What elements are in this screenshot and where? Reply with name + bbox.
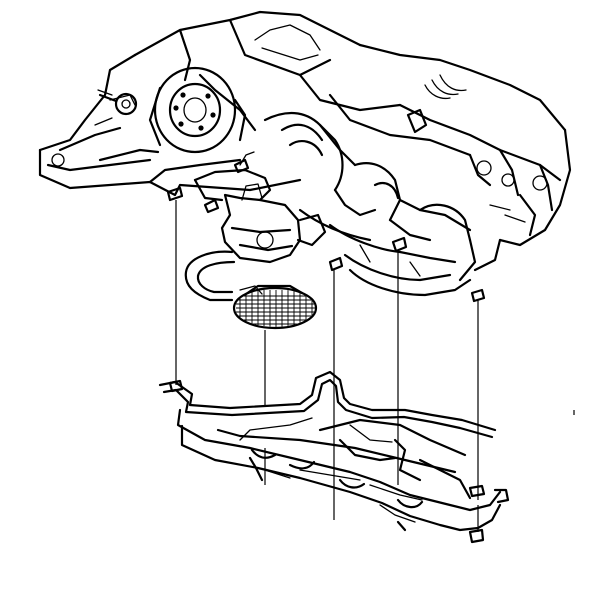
harmonic-balancer (148, 66, 247, 154)
engine-block (38, 10, 572, 272)
front-seal (97, 89, 138, 116)
oil-pickup-tube (184, 250, 263, 302)
leader-lines (175, 200, 575, 532)
crankshaft (263, 112, 477, 297)
oil-pump (193, 151, 327, 264)
oil-pickup-screen (232, 284, 318, 330)
oil-pan-gasket (158, 370, 497, 439)
